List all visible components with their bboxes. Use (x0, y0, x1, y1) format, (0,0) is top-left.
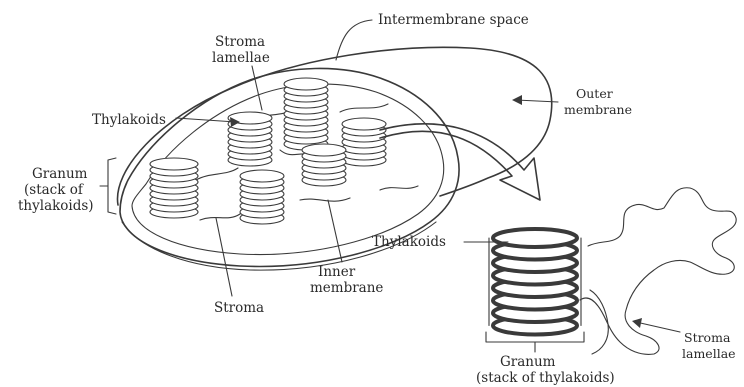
stroma-lamellae-lower (590, 290, 608, 354)
granum-stack (150, 158, 198, 218)
label-stroma-lamellae-top-line1: Stroma (215, 34, 265, 50)
label-granum-left-line1: Granum (32, 166, 88, 182)
label-stroma-lamellae-top-line2: lamellae (212, 50, 270, 66)
label-outer-membrane-line1: Outer (576, 86, 613, 101)
leader-stroma-lamellae-top (252, 66, 262, 110)
arrowhead-stroma-lamellae-right (632, 318, 642, 328)
granum-stack (240, 170, 284, 224)
thylakoid-disk (302, 144, 346, 156)
thylakoid-disk (342, 118, 386, 130)
thylakoid-disk (150, 158, 198, 170)
leader-inner-membrane (328, 200, 342, 262)
granum-stack (302, 144, 346, 186)
enlarged-granum (489, 229, 581, 335)
label-thylakoids-right: Thylakoids (372, 234, 446, 250)
label-stroma-lamellae-right-line1: Stroma (684, 330, 731, 345)
thylakoid-disk (284, 78, 328, 90)
enlarged-thylakoid-disk (493, 229, 577, 247)
label-granum-bottom-line1: Granum (500, 354, 556, 370)
label-inner-membrane-line1: Inner (318, 264, 356, 280)
thylakoid-disk (240, 170, 284, 182)
label-intermembrane-space: Intermembrane space (378, 12, 529, 28)
granum-stack (342, 118, 386, 166)
granum-stack (284, 78, 328, 150)
grana-stacks (150, 78, 386, 224)
leader-thylakoids-left (176, 118, 236, 122)
leader-stroma-lamellae-right (636, 322, 680, 332)
label-stroma-lamellae-right-line2: lamellae (682, 346, 736, 361)
label-thylakoids-left: Thylakoids (92, 112, 166, 128)
label-stroma: Stroma (214, 300, 264, 316)
granum-bracket-left (100, 158, 116, 214)
leader-stroma (216, 218, 232, 296)
arrowhead-outer-membrane (512, 95, 522, 105)
label-granum-left-line2: (stack of (24, 182, 84, 198)
label-inner-membrane-line2: membrane (310, 280, 383, 296)
label-granum-bottom-line2: (stack of thylakoids) (476, 370, 615, 386)
label-granum-left-line3: thylakoids) (18, 198, 94, 214)
label-outer-membrane-line2: membrane (564, 102, 632, 117)
